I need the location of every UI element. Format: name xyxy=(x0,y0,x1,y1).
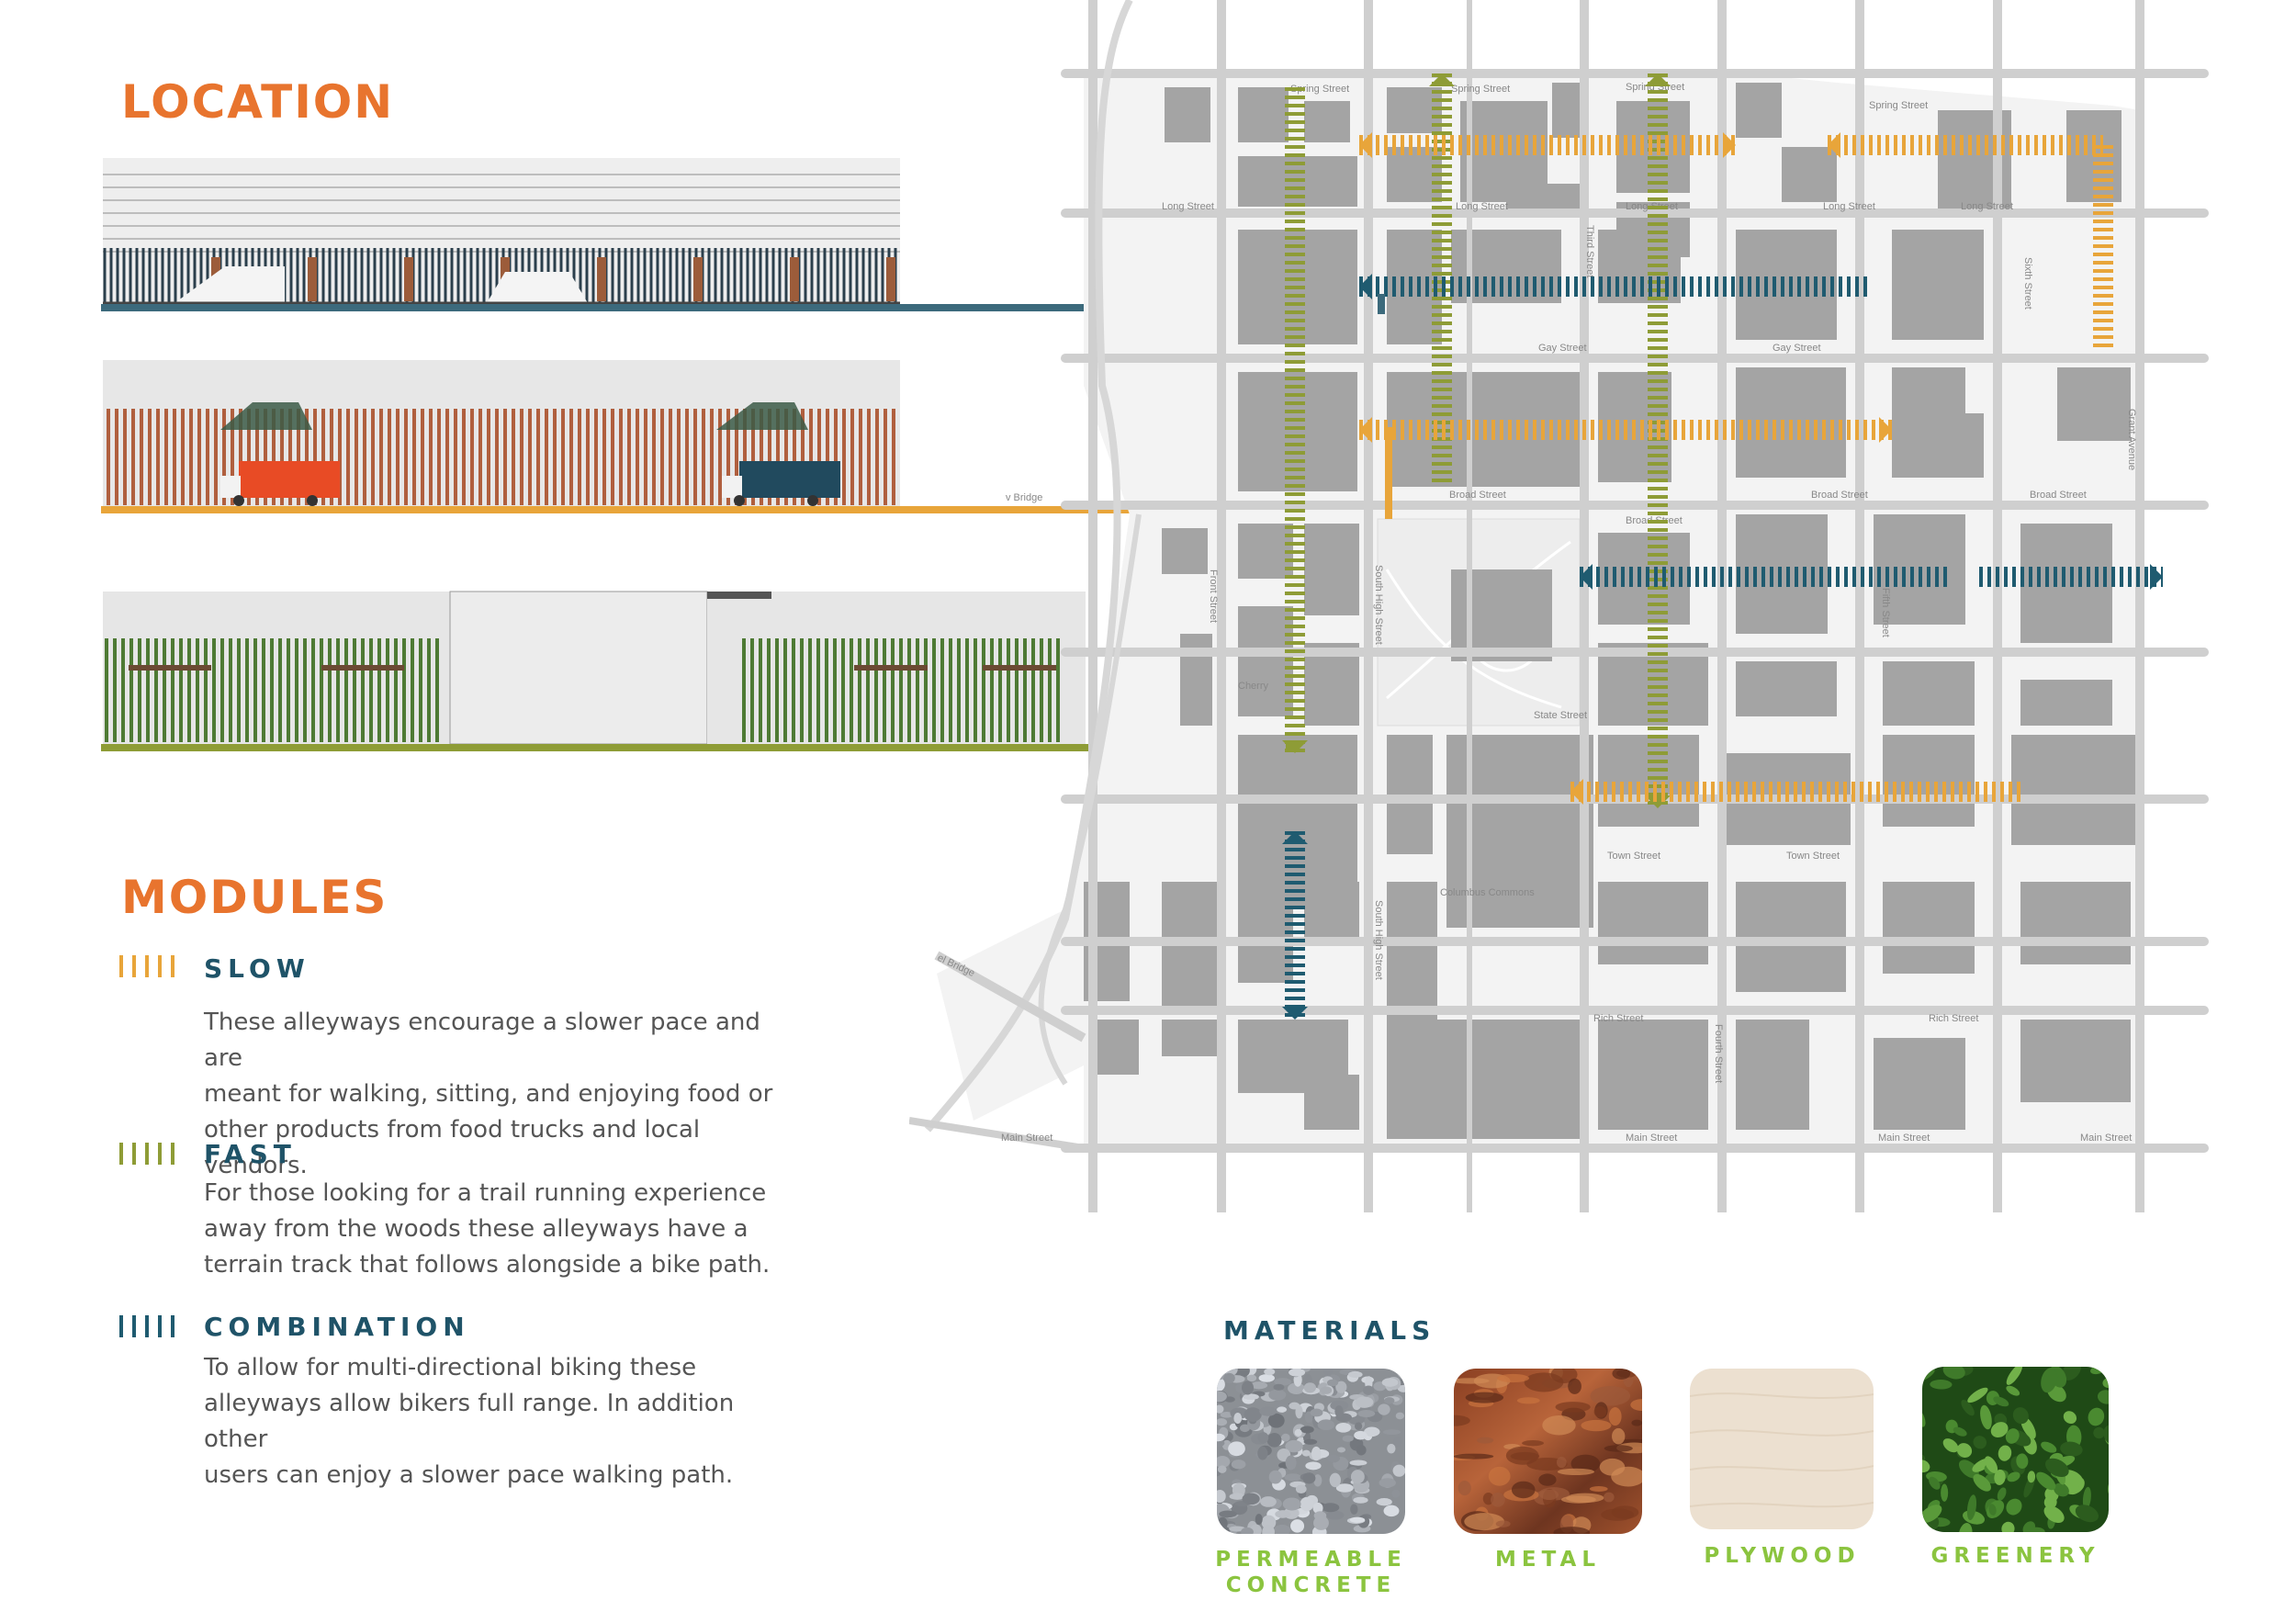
material-plywood-label: PLYWOOD xyxy=(1704,1544,1861,1568)
svg-text:Main Street: Main Street xyxy=(1001,1133,1052,1144)
svg-text:Long Street: Long Street xyxy=(1162,201,1214,212)
svg-text:South High Street: South High Street xyxy=(1373,900,1384,980)
svg-text:South High Street: South High Street xyxy=(1373,565,1384,645)
elevation-slow xyxy=(101,360,1387,513)
svg-text:Town Street: Town Street xyxy=(1786,851,1840,862)
svg-text:Long Street: Long Street xyxy=(1823,201,1875,212)
svg-text:Spring Street: Spring Street xyxy=(1451,84,1510,95)
material-metal-swatch xyxy=(1454,1369,1642,1534)
material-greenery-swatch xyxy=(1922,1367,2109,1532)
module-combination-title: COMBINATION xyxy=(204,1312,470,1342)
svg-text:Rich Street: Rich Street xyxy=(1593,1013,1643,1024)
materials-heading: MATERIALS xyxy=(1223,1315,1436,1346)
svg-text:Fifth Street: Fifth Street xyxy=(1880,588,1891,637)
material-metal-label: METAL xyxy=(1495,1548,1601,1572)
svg-text:Long Street: Long Street xyxy=(1961,201,2013,212)
module-fast-title: FAST xyxy=(204,1139,297,1169)
elevation-fast xyxy=(101,591,1295,751)
svg-text:Main Street: Main Street xyxy=(1878,1133,1930,1144)
material-plywood-swatch xyxy=(1690,1369,1874,1529)
svg-text:Spring Street: Spring Street xyxy=(1869,100,1928,111)
svg-text:Broad Street: Broad Street xyxy=(1449,490,1506,501)
svg-text:Gay Street: Gay Street xyxy=(1538,343,1587,354)
material-greenery-label: GREENERY xyxy=(1930,1544,2100,1568)
module-slow-title: SLOW xyxy=(204,953,310,984)
slow-legend-ticks xyxy=(119,955,184,977)
svg-text:Broad Street: Broad Street xyxy=(1811,490,1868,501)
svg-text:Columbus Commons: Columbus Commons xyxy=(1440,887,1535,898)
svg-text:Sixth Street: Sixth Street xyxy=(2022,257,2033,310)
svg-text:Third Street: Third Street xyxy=(1584,225,1595,277)
elevation-combination xyxy=(101,158,1387,311)
svg-text:Spring Street: Spring Street xyxy=(1626,82,1684,93)
modules-heading: MODULES xyxy=(121,871,388,924)
svg-text:Front Street: Front Street xyxy=(1208,569,1219,623)
module-slow-description: These alleyways encourage a slower pace … xyxy=(204,1009,773,1179)
svg-text:Main Street: Main Street xyxy=(2080,1133,2132,1144)
svg-text:Cherry: Cherry xyxy=(1238,681,1269,692)
svg-text:Town Street: Town Street xyxy=(1607,851,1660,862)
svg-text:Main Street: Main Street xyxy=(1626,1133,1677,1144)
svg-text:Gay Street: Gay Street xyxy=(1773,343,1821,354)
svg-text:v Bridge: v Bridge xyxy=(1006,492,1042,503)
location-heading: LOCATION xyxy=(121,75,395,129)
svg-text:Spring Street: Spring Street xyxy=(1290,84,1349,95)
svg-text:Fourth Street: Fourth Street xyxy=(1713,1024,1724,1083)
downtown-map: Spring Street Spring Street Spring Stree… xyxy=(909,0,2209,1212)
svg-text:Grant Avenue: Grant Avenue xyxy=(2126,409,2137,470)
svg-text:Rich Street: Rich Street xyxy=(1929,1013,1978,1024)
module-combination-description: To allow for multi-directional biking th… xyxy=(204,1354,735,1489)
svg-text:Broad Street: Broad Street xyxy=(2030,490,2087,501)
fast-legend-ticks xyxy=(119,1143,184,1165)
module-fast-description: For those looking for a trail running ex… xyxy=(204,1179,771,1279)
material-permeable-concrete-swatch xyxy=(1217,1369,1405,1534)
svg-text:Long Street: Long Street xyxy=(1456,201,1508,212)
combination-legend-ticks xyxy=(119,1315,184,1337)
svg-text:State Street: State Street xyxy=(1534,710,1587,721)
